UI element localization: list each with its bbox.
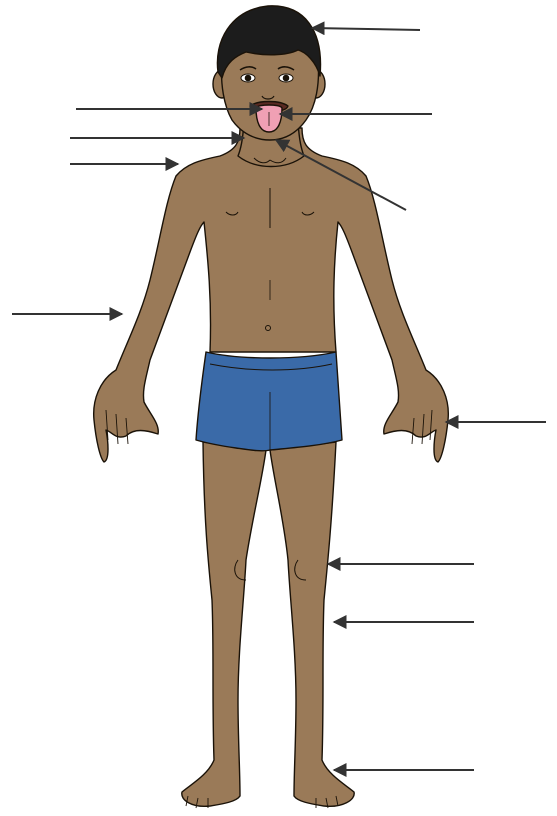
child-figure <box>94 6 449 808</box>
right-leg <box>270 442 354 806</box>
shorts <box>196 352 342 451</box>
left-leg <box>182 442 266 806</box>
arrow-hair <box>312 28 420 30</box>
